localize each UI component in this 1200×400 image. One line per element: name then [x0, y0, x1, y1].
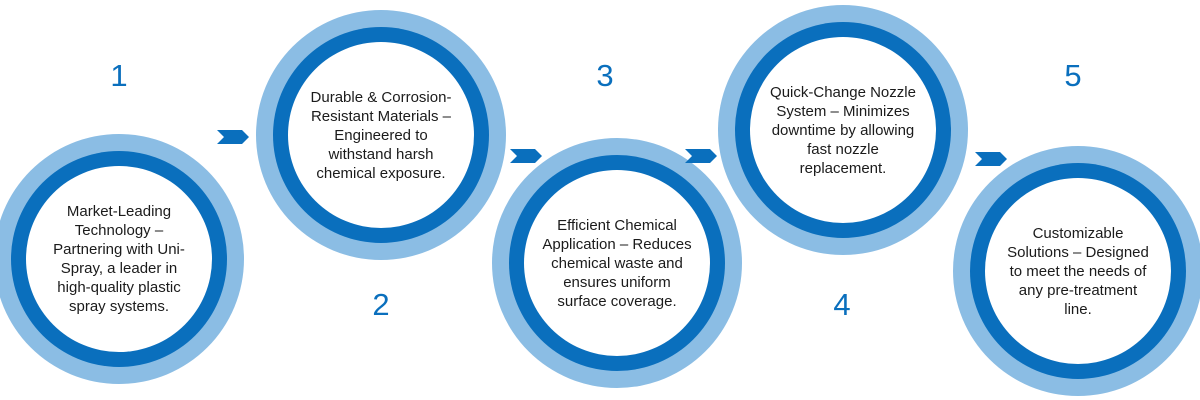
step-number-3: 3	[596, 58, 614, 93]
step-number-2: 2	[372, 287, 390, 322]
step-number-5: 5	[1064, 58, 1082, 93]
step-circle-3: Efficient Chemical Application – Reduces…	[492, 138, 742, 388]
step-circle-1: Market-Leading Technology – Partnering w…	[0, 134, 244, 384]
step-circle-2: Durable & Corrosion-Resistant Materials …	[256, 10, 506, 260]
chevron-arrow-icon	[510, 149, 542, 163]
step-number-1: 1	[110, 58, 128, 93]
step-text-2: Durable & Corrosion-Resistant Materials …	[310, 88, 452, 182]
step-number-4: 4	[833, 287, 851, 322]
step-text-1: Market-Leading Technology – Partnering w…	[53, 203, 185, 315]
step-circle-5: Customizable Solutions – Designed to mee…	[953, 146, 1200, 396]
chevron-arrow-icon	[975, 152, 1007, 166]
chevron-arrow-icon	[685, 149, 717, 163]
step-text-4: Quick-Change Nozzle System – Minimizes d…	[770, 83, 916, 177]
step-text-3: Efficient Chemical Application – Reduces…	[542, 216, 692, 310]
step-text-5: Customizable Solutions – Designed to mee…	[1007, 224, 1149, 318]
chevron-arrow-icon	[217, 130, 249, 144]
step-circle-4: Quick-Change Nozzle System – Minimizes d…	[718, 5, 968, 255]
